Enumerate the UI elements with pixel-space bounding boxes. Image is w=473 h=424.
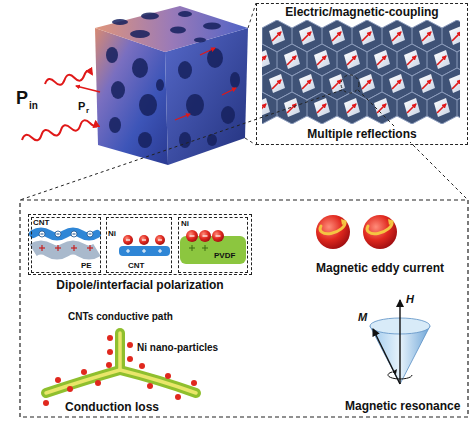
polarization-group: Dipole/interfacial polarizationCNTPENiCN… bbox=[28, 214, 252, 296]
node-text: CNT bbox=[128, 261, 144, 270]
cube-face bbox=[165, 28, 248, 165]
eddy-current-spheres bbox=[316, 215, 397, 249]
vector-label: M bbox=[358, 311, 367, 324]
wave-arrow bbox=[44, 70, 93, 88]
node-text: Electric/magnetic-coupling bbox=[285, 6, 438, 20]
cube-face bbox=[95, 6, 248, 52]
zoom-lines bbox=[245, 3, 256, 145]
ni-pvdf-interface bbox=[180, 230, 246, 264]
node-text: Ni bbox=[181, 219, 189, 228]
honeycomb-cells bbox=[262, 20, 460, 124]
node-text: PE bbox=[81, 261, 92, 270]
zoom-lines bbox=[20, 75, 468, 200]
mechanism-label: Conduction loss bbox=[65, 401, 159, 415]
interface-box: CNT PE bbox=[31, 217, 101, 273]
zoom-panel: Electric/magnetic-couplingMultiple refle… bbox=[256, 3, 468, 145]
node-text: CNT bbox=[33, 218, 49, 227]
incident-waves bbox=[21, 70, 100, 144]
node-text: Dipole/interfacial polarization bbox=[56, 279, 223, 293]
node-text: PVDF bbox=[214, 251, 235, 260]
power-subscript: in bbox=[29, 100, 38, 112]
wave-arrow bbox=[21, 118, 97, 144]
part-label: CNTs conductive path bbox=[68, 311, 173, 323]
node-text: Multiple reflections bbox=[305, 128, 418, 142]
scatter-arrow bbox=[200, 48, 215, 55]
interface-box: NiPVDF bbox=[178, 217, 248, 273]
mechanism-panel bbox=[20, 200, 468, 417]
node-text: Ni bbox=[108, 229, 116, 238]
porous-foam-cube bbox=[95, 6, 248, 165]
ni-cnt-interface bbox=[119, 235, 170, 256]
precession-cone bbox=[370, 300, 430, 384]
power-subscript: r bbox=[86, 106, 89, 115]
dashed-outline bbox=[256, 3, 468, 145]
cnt-pe-interface bbox=[33, 231, 97, 253]
power-symbol: P bbox=[78, 100, 85, 113]
reflected-arrow bbox=[76, 86, 100, 92]
mechanism-label: Magnetic eddy current bbox=[316, 262, 444, 276]
mechanism-label: Magnetic resonance bbox=[345, 400, 460, 414]
interface-box: NiCNT bbox=[106, 217, 172, 273]
scatter-arrow bbox=[175, 114, 190, 120]
pores bbox=[106, 11, 240, 148]
power-symbol: P bbox=[16, 88, 28, 109]
scatter-arrow bbox=[222, 88, 236, 95]
part-label: Ni nano-particles bbox=[137, 342, 218, 354]
vector-label: H bbox=[406, 293, 414, 306]
